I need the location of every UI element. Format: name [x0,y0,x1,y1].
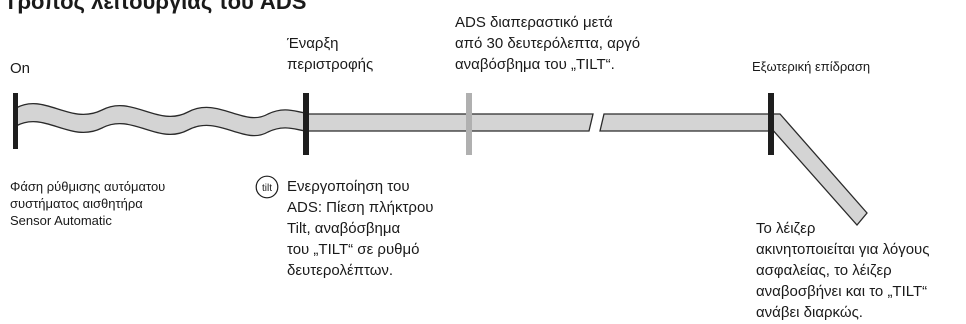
on-marker [13,93,18,149]
tilt-icon-label: tilt [262,183,272,194]
post-break-segment [599,113,772,132]
start-rotation-label: Έναρξη περιστροφής [287,35,374,73]
external-effect-marker [768,93,774,155]
rotation-start-marker [303,93,309,155]
external-effect-label: Εξωτερική επίδραση [752,59,871,74]
ads-interactive-marker [466,93,472,155]
setup-phase-label: Φάση ρύθμισης αυτόματου συστήματος αισθη… [10,179,166,228]
wavy-setup-segment [15,102,307,137]
ads-activation-label: Ενεργοποίηση του ADS: Πίεση πλήκτρου Til… [287,178,434,279]
on-label: On [10,60,31,77]
laser-immobilized-label: Το λέιζερ ακινητοποιείται για λόγους ασφ… [756,220,930,321]
diagram-title: Τρόπος λειτουργίας του ADS [4,0,307,14]
ads-interactive-label: ADS διαπεραστικό μετά από 30 δευτερόλεπτ… [455,14,641,73]
tilt-button-icon: tilt [255,175,279,199]
rotation-segment [305,113,594,132]
shutdown-branch [770,113,868,226]
tilt-button-outline [255,175,279,199]
